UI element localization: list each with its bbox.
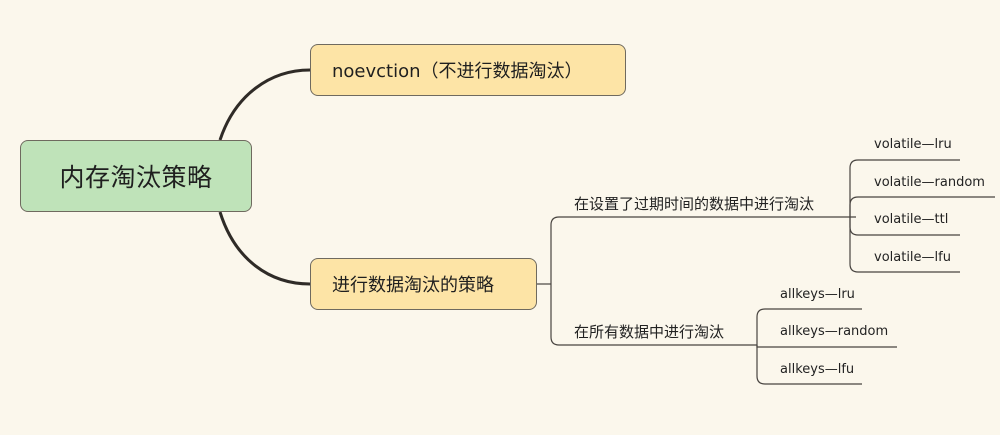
volatile-ttl-leaf[interactable]: volatile—ttl (874, 212, 949, 227)
strategy-to-allkeys-connector (550, 284, 757, 346)
volatile-random-leaf[interactable]: volatile—random (874, 175, 985, 190)
allkeys-lru-leaf[interactable]: allkeys—lru (780, 287, 855, 302)
eviction-strategy-node-label: 进行数据淘汰的策略 (332, 275, 494, 296)
noevction-node-label: noevction（不进行数据淘汰） (332, 61, 583, 82)
volatile-lru-leaf[interactable]: volatile—lru (874, 137, 952, 152)
root-node-label: 内存淘汰策略 (59, 163, 213, 192)
strategy-to-volatile-connector (550, 216, 856, 284)
all-data-eviction-branch[interactable]: 在所有数据中进行淘汰 (574, 323, 725, 341)
eviction-strategy-node[interactable]: 进行数据淘汰的策略 (310, 258, 537, 310)
volatile-lfu-leaf[interactable]: volatile—lfu (874, 250, 951, 265)
expired-data-eviction-branch[interactable]: 在设置了过期时间的数据中进行淘汰 (574, 195, 815, 213)
allkeys-lfu-leaf[interactable]: allkeys—lfu (780, 362, 855, 377)
allkeys-random-connector (756, 345, 897, 348)
allkeys-lfu-connector (756, 345, 862, 385)
allkeys-random-leaf[interactable]: allkeys—random (780, 324, 889, 339)
root-to-eviction-strategy-connector (218, 211, 311, 286)
noevction-node[interactable]: noevction（不进行数据淘汰） (310, 44, 626, 96)
volatile-lfu-connector (849, 217, 960, 273)
root-to-noevction-connector (218, 68, 311, 141)
root-node[interactable]: 内存淘汰策略 (20, 140, 252, 212)
volatile-random-connector (849, 196, 995, 217)
allkeys-lru-connector (756, 308, 862, 345)
volatile-lru-connector (849, 159, 960, 217)
